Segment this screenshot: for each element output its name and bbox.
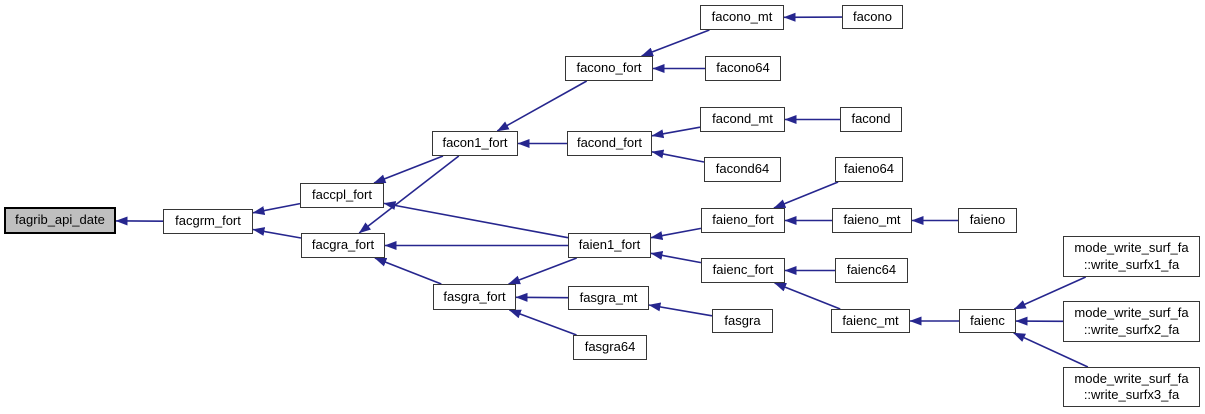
edge-faccpl_fort-to-facgrm_fort xyxy=(252,202,301,216)
node-label: facgrm_fort xyxy=(175,213,241,229)
node-label: facond64 xyxy=(715,161,770,177)
node-label: facono xyxy=(852,8,893,24)
edge-faieno_fort-to-faien1_fort xyxy=(650,227,702,241)
node-facono_fort[interactable]: facono_fort xyxy=(565,56,653,81)
node-faieno64[interactable]: faieno64 xyxy=(835,157,903,182)
edge-faien1_fort-to-fasgra_fort xyxy=(508,257,577,285)
edge-facon1_fort-to-facgra_fort xyxy=(358,155,460,234)
edge-facono_fort-to-facon1_fort xyxy=(496,80,588,132)
node-label: faienc xyxy=(970,312,1005,328)
node-label: facond_mt xyxy=(712,111,773,127)
edge-write_surfx1_fa-to-faienc xyxy=(1013,276,1087,310)
node-label: fasgra_mt xyxy=(579,289,638,305)
node-label: mode_write_surf_fa xyxy=(1074,370,1189,386)
edge-fasgra64-to-fasgra_fort xyxy=(508,309,577,336)
node-label: faienc_mt xyxy=(842,312,899,328)
edge-faien1_fort-to-faccpl_fort xyxy=(383,201,569,239)
node-label: facgra_fort xyxy=(311,237,375,253)
node-facond64[interactable]: facond64 xyxy=(704,157,781,182)
node-label: ::write_surfx1_fa xyxy=(1083,256,1180,272)
node-facono[interactable]: facono xyxy=(842,5,903,29)
node-label: facono64 xyxy=(716,60,770,76)
node-fasgra64[interactable]: fasgra64 xyxy=(573,335,647,360)
node-label: facond xyxy=(851,111,891,127)
node-label: fasgra xyxy=(724,312,761,328)
node-faieno[interactable]: faieno xyxy=(958,208,1017,233)
node-label: faieno64 xyxy=(844,161,894,177)
node-faienc64[interactable]: faienc64 xyxy=(835,258,908,283)
node-facond_fort[interactable]: facond_fort xyxy=(567,131,652,156)
node-facono_mt[interactable]: facono_mt xyxy=(700,5,784,30)
node-faienc_fort[interactable]: faienc_fort xyxy=(701,258,785,283)
node-label: faieno xyxy=(969,212,1006,228)
node-label: fagrib_api_date xyxy=(15,212,105,228)
node-faccpl_fort[interactable]: faccpl_fort xyxy=(300,183,384,208)
node-label: fasgra_fort xyxy=(443,288,506,304)
node-write_surfx1_fa[interactable]: mode_write_surf_fa::write_surfx1_fa xyxy=(1063,236,1200,277)
node-faien1_fort[interactable]: faien1_fort xyxy=(568,233,651,258)
node-write_surfx2_fa[interactable]: mode_write_surf_fa::write_surfx2_fa xyxy=(1063,301,1200,342)
edge-facond_mt-to-facond_fort xyxy=(651,126,701,139)
node-faienc[interactable]: faienc xyxy=(959,309,1016,333)
edge-fasgra-to-fasgra_mt xyxy=(648,302,713,317)
node-label: faccpl_fort xyxy=(312,187,372,203)
node-label: facond_fort xyxy=(576,135,643,151)
edge-faieno64-to-faieno_fort xyxy=(773,181,839,209)
node-facgra_fort[interactable]: facgra_fort xyxy=(301,233,385,258)
node-facon1_fort[interactable]: facon1_fort xyxy=(432,131,518,156)
node-label: mode_write_surf_fa xyxy=(1074,305,1189,321)
node-label: faieno_mt xyxy=(843,212,901,228)
node-label: fasgra64 xyxy=(584,339,636,355)
edge-facond64-to-facond_fort xyxy=(651,149,705,163)
node-faieno_mt[interactable]: faieno_mt xyxy=(832,208,912,233)
node-label: faien1_fort xyxy=(578,237,641,253)
node-label: faienc64 xyxy=(846,262,897,278)
edge-fasgra_fort-to-facgra_fort xyxy=(374,257,442,285)
node-label: mode_write_surf_fa xyxy=(1074,240,1189,256)
node-label: facono_mt xyxy=(711,9,773,25)
node-faienc_mt[interactable]: faienc_mt xyxy=(831,309,910,333)
node-faieno_fort[interactable]: faieno_fort xyxy=(701,208,785,233)
node-label: faieno_fort xyxy=(712,212,774,228)
node-facono64[interactable]: facono64 xyxy=(705,56,781,81)
node-facond[interactable]: facond xyxy=(840,107,902,132)
node-fasgra_mt[interactable]: fasgra_mt xyxy=(568,286,649,310)
edge-faienc_mt-to-faienc_fort xyxy=(774,282,841,310)
edge-facgra_fort-to-facgrm_fort xyxy=(252,227,302,239)
node-label: facono_fort xyxy=(576,60,642,76)
node-label: ::write_surfx2_fa xyxy=(1083,321,1180,337)
node-label: faienc_fort xyxy=(712,262,774,278)
node-label: facon1_fort xyxy=(442,135,508,151)
node-facond_mt[interactable]: facond_mt xyxy=(700,107,785,132)
node-fagrib_api_date: fagrib_api_date xyxy=(4,207,116,234)
node-facgrm_fort[interactable]: facgrm_fort xyxy=(163,209,253,234)
edge-faienc_fort-to-faien1_fort xyxy=(650,250,702,264)
edge-write_surfx3_fa-to-faienc xyxy=(1013,332,1089,368)
node-fasgra[interactable]: fasgra xyxy=(712,309,773,333)
node-fasgra_fort[interactable]: fasgra_fort xyxy=(433,284,516,310)
edge-facono_mt-to-facono_fort xyxy=(641,29,710,57)
node-label: ::write_surfx3_fa xyxy=(1083,387,1180,402)
edge-facon1_fort-to-faccpl_fort xyxy=(373,155,444,184)
node-write_surfx3_fa[interactable]: mode_write_surf_fa::write_surfx3_fa xyxy=(1063,367,1200,407)
